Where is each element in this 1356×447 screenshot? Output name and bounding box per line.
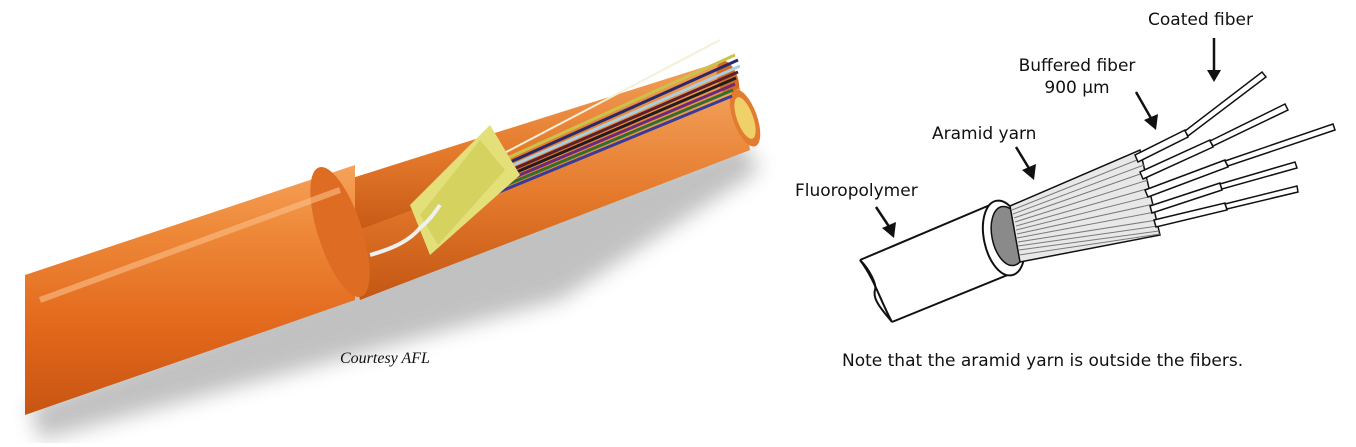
cable-diagram-panel: Coated fiber Buffered fiber 900 µm Arami… bbox=[780, 0, 1356, 443]
cable-photo bbox=[25, 39, 761, 440]
jacket-left-cut bbox=[859, 259, 893, 323]
aramid-fan bbox=[1009, 148, 1161, 263]
buffered-fiber-3 bbox=[1144, 159, 1229, 198]
arrow-fluoropolymer bbox=[874, 206, 896, 238]
coated-fiber-3 bbox=[1223, 123, 1336, 167]
coated-fiber-2 bbox=[1208, 102, 1290, 147]
outer-jacket bbox=[25, 165, 370, 415]
arrow-buffered-fiber bbox=[1134, 91, 1158, 130]
photo-credit: Courtesy AFL bbox=[340, 350, 430, 367]
buffered-fibers bbox=[1134, 128, 1229, 228]
diagram-note: Note that the aramid yarn is outside the… bbox=[842, 351, 1244, 371]
subunit-tube-lower bbox=[345, 88, 761, 300]
label-aramid-yarn: Aramid yarn bbox=[932, 124, 1037, 144]
buffered-fiber-1 bbox=[1134, 128, 1189, 164]
buffered-fiber-2 bbox=[1139, 138, 1214, 181]
coated-fiber-5 bbox=[1223, 185, 1299, 210]
label-buffered-fiber-line1: Buffered fiber bbox=[1018, 56, 1136, 76]
arrow-coated-fiber bbox=[1207, 38, 1221, 82]
label-fluoropolymer: Fluoropolymer bbox=[795, 181, 918, 201]
label-buffered-fiber-line2: 900 µm bbox=[1044, 78, 1110, 98]
label-buffered-fiber: Buffered fiber 900 µm bbox=[1002, 55, 1152, 99]
cable-photo-panel: Courtesy AFL bbox=[25, 39, 761, 440]
label-coated-fiber: Coated fiber bbox=[1148, 10, 1253, 30]
aramid-yarn-tuft bbox=[410, 125, 520, 255]
coated-fibers bbox=[1184, 70, 1336, 210]
coated-fiber-4 bbox=[1218, 161, 1298, 190]
buffered-fiber-5 bbox=[1153, 202, 1228, 228]
arrow-aramid-yarn bbox=[1014, 146, 1036, 180]
cable-diagram bbox=[859, 38, 1336, 323]
buffered-fiber-4 bbox=[1149, 182, 1223, 214]
coated-fiber-1 bbox=[1184, 70, 1268, 138]
rip-cord bbox=[369, 203, 442, 257]
